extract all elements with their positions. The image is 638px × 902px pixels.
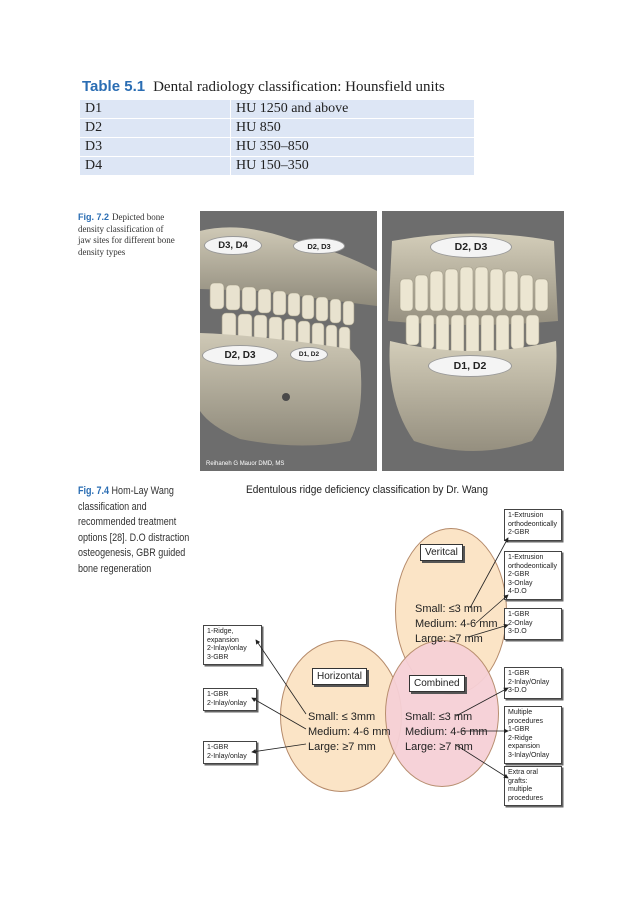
treatment-line: orthodeontically — [508, 520, 558, 528]
fig74-caption-text: Hom-Lay Wang classification and recommen… — [78, 485, 190, 575]
horizontal-large: Large: ≥7 mm — [308, 741, 376, 753]
treatment-line: 4-D.O — [508, 588, 527, 596]
combined-sizes: Small: ≤3 mm Medium: 4-6 mm Large: ≥7 mm — [405, 710, 488, 755]
treatment-line: 2-Inlay/onlay — [207, 645, 247, 653]
treatment-line: 2-Onlay — [508, 619, 533, 627]
treatment-line: 2-GBR — [508, 571, 530, 579]
photo-credit: Reihaneh G Mauor DMD, MS — [206, 461, 285, 467]
treatment-box-horizontal-medium: 1-GBR 2-Inlay/onlay — [203, 688, 257, 712]
treatment-line: 3-D.O — [508, 687, 527, 695]
treatment-line: 3-Onlay — [508, 579, 533, 587]
label-d2-d3-lower: D2, D3 — [202, 345, 278, 366]
table-label: Table 5.1 — [82, 78, 146, 95]
table-cell-class: D4 — [80, 156, 231, 176]
combined-large: Large: ≥7 mm — [405, 741, 473, 753]
horizontal-small: Small: ≤ 3mm — [308, 711, 376, 723]
label-d1-d2: D1, D2 — [290, 347, 328, 362]
label-d3-d4: D3, D4 — [204, 236, 262, 255]
vertical-sizes: Small: ≤3 mm Medium: 4-6 mm Large: ≥7 mm — [415, 602, 498, 647]
horizontal-sizes: Small: ≤ 3mm Medium: 4-6 mm Large: ≥7 mm — [308, 710, 391, 755]
treatment-line: multiple procedures — [508, 786, 544, 802]
treatment-line: 1-GBR — [207, 691, 229, 698]
table-cell-hu: HU 850 — [230, 118, 474, 138]
combined-small: Small: ≤3 mm — [405, 711, 473, 723]
vertical-medium: Medium: 4-6 mm — [415, 618, 498, 630]
combined-tag: Combined — [409, 675, 465, 692]
horizontal-tag: Horizontal — [312, 668, 368, 685]
treatment-line: 1-Extrusion — [508, 512, 544, 519]
treatment-line: 3-Inlay/Onlay — [508, 751, 550, 759]
table-cell-class: D3 — [80, 137, 231, 157]
treatment-line: 1-Ridge, expansion — [207, 628, 239, 644]
table-title: Table 5.1 Dental radiology classification… — [82, 78, 445, 96]
treatment-line: 2-Inlay/onlay — [207, 699, 247, 707]
table-cell-hu: HU 350–850 — [230, 137, 474, 157]
fig72-caption-text: Depicted bone density classification of … — [78, 212, 175, 257]
label-d2-d3-frontal: D2, D3 — [430, 236, 512, 258]
treatment-line: 1-Extrusion — [508, 554, 544, 561]
treatment-box-horizontal-small: 1-Ridge, expansion 2-Inlay/onlay 3-GBR — [203, 625, 262, 666]
table-cell-class: D1 — [80, 100, 231, 119]
treatment-box-vertical-large: 1-GBR 2-Onlay 3-D.O — [504, 608, 562, 640]
treatment-line: 3-D.O — [508, 628, 527, 636]
table-cell-hu: HU 150–350 — [230, 156, 474, 176]
treatment-line: 1-GBR — [508, 726, 530, 734]
treatment-line: 2-Inlay/onlay — [207, 752, 247, 760]
vertical-small: Small: ≤3 mm — [415, 603, 483, 615]
fig74-label: Fig. 7.4 — [78, 485, 110, 497]
treatment-line: 1-GBR — [508, 670, 530, 677]
treatment-line: 2-Ridge expansion — [508, 734, 540, 751]
treatment-line: orthodeontically — [508, 562, 558, 570]
treatment-line: 2-GBR — [508, 529, 530, 537]
treatment-box-vertical-small: 1-Extrusion orthodeontically 2-GBR — [504, 509, 562, 541]
table-cell-hu: HU 1250 and above — [230, 100, 474, 119]
diagram-title: Edentulous ridge deficiency classificati… — [246, 484, 489, 496]
treatment-line: 2-Inlay/Onlay — [508, 678, 550, 686]
treatment-line: Extra oral grafts: — [508, 769, 538, 785]
fig72-label: Fig. 7.2 — [78, 212, 110, 222]
treatment-box-vertical-medium: 1-Extrusion orthodeontically 2-GBR 3-Onl… — [504, 551, 562, 600]
vertical-tag: Veritcal — [420, 544, 463, 561]
vertical-large: Large: ≥7 mm — [415, 633, 483, 645]
treatment-box-combined-small: 1-GBR 2-Inlay/Onlay 3-D.O — [504, 667, 562, 699]
treatment-line: 1-GBR — [207, 744, 229, 751]
treatment-line: Multiple — [508, 709, 533, 716]
horizontal-medium: Medium: 4-6 mm — [308, 726, 391, 738]
combined-medium: Medium: 4-6 mm — [405, 726, 488, 738]
treatment-line: 3-GBR — [207, 653, 229, 661]
treatment-box-combined-medium: Multiple procedures 1-GBR 2-Ridge expans… — [504, 706, 562, 764]
label-d2-d3-upper: D2, D3 — [293, 238, 345, 254]
table-title-text: Dental radiology classification: Hounsfi… — [153, 79, 445, 95]
treatment-box-horizontal-large: 1-GBR 2-Inlay/onlay — [203, 741, 257, 765]
treatment-box-combined-large: Extra oral grafts: multiple procedures — [504, 766, 562, 807]
treatment-line: 1-GBR — [508, 611, 530, 618]
treatment-line: procedures — [508, 717, 544, 725]
label-d1-d2-frontal: D1, D2 — [428, 355, 512, 377]
table-cell-class: D2 — [80, 118, 231, 138]
